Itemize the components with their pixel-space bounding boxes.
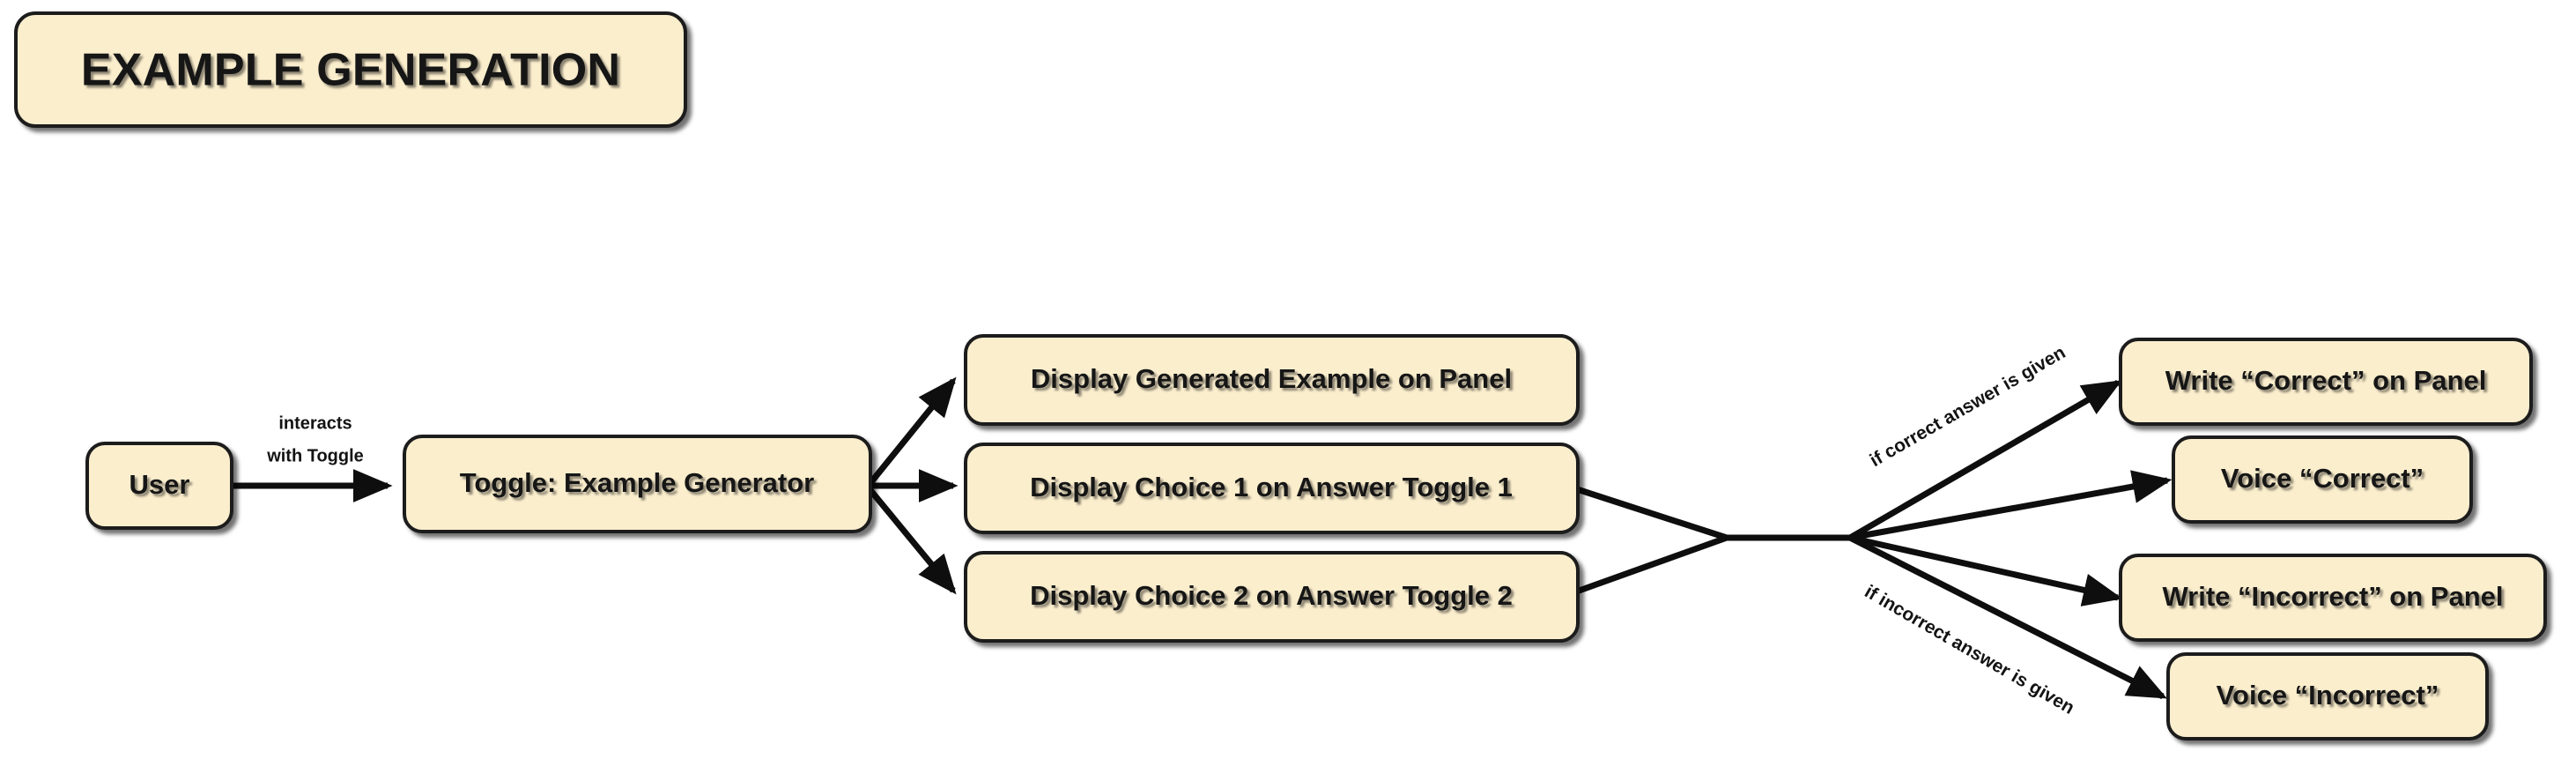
node-user[interactable]: User: [85, 442, 233, 530]
arrow-decision-to-write-correct: [1848, 379, 2122, 541]
edge-label-correct-branch: if correct answer is given: [1867, 342, 2069, 471]
node-display-generated-example[interactable]: Display Generated Example on Panel: [964, 334, 1580, 426]
edge-label-incorrect-branch: if incorrect answer is given: [1861, 582, 2077, 718]
arrow-decision-to-write-incorrect: [1849, 534, 2123, 606]
write-incorrect-label: Write “Incorrect” on Panel: [2162, 581, 2503, 612]
display-example-rect[interactable]: [964, 334, 1580, 426]
voice-correct-rect[interactable]: [2172, 435, 2473, 524]
user-rect[interactable]: [85, 442, 233, 530]
edge-label-interacts-line1: interacts: [278, 413, 352, 433]
write-correct-rect[interactable]: [2119, 338, 2533, 426]
node-title-banner: EXAMPLE GENERATION: [14, 11, 687, 128]
display-choice-2-rect[interactable]: [964, 551, 1580, 643]
edge-label-if-correct: if correct answer is given: [1867, 342, 2069, 471]
voice-incorrect-rect[interactable]: [2166, 652, 2489, 740]
edge-decision-to-write-incorrect: [1849, 534, 2123, 606]
edge-decision-to-write-correct: [1848, 379, 2122, 541]
node-voice-incorrect[interactable]: Voice “Incorrect”: [2166, 652, 2489, 740]
merge-line-from-choice1: [1570, 484, 1728, 541]
toggle-generator-label: Toggle: Example Generator: [460, 467, 815, 498]
voice-incorrect-label: Voice “Incorrect”: [2217, 680, 2439, 711]
node-toggle-example-generator[interactable]: Toggle: Example Generator: [403, 435, 872, 533]
user-label: User: [130, 469, 190, 500]
arrow-decision-to-voice-correct: [1849, 470, 2173, 541]
edge-decision-to-voice-correct: [1849, 470, 2173, 541]
display-choice-1-label: Display Choice 1 on Answer Toggle 1: [1030, 472, 1513, 502]
edge-merge-to-decision: [1570, 484, 1850, 597]
edge-toggle-to-display-example: [868, 376, 957, 486]
edge-decision-to-voice-incorrect: [1848, 534, 2167, 700]
voice-correct-label: Voice “Correct”: [2221, 463, 2424, 494]
display-example-label: Display Generated Example on Panel: [1031, 363, 1512, 394]
title-banner-label: EXAMPLE GENERATION: [81, 45, 620, 96]
arrow-decision-to-voice-incorrect: [1848, 534, 2167, 700]
write-correct-label: Write “Correct” on Panel: [2165, 365, 2487, 396]
node-write-correct[interactable]: Write “Correct” on Panel: [2119, 338, 2533, 426]
display-choice-1-rect[interactable]: [964, 443, 1580, 534]
title-banner-rect: [14, 11, 687, 128]
display-choice-2-label: Display Choice 2 on Answer Toggle 2: [1030, 580, 1513, 611]
node-voice-correct[interactable]: Voice “Correct”: [2172, 435, 2473, 524]
arrow-toggle-to-display-example: [868, 376, 957, 486]
edge-label-if-incorrect: if incorrect answer is given: [1861, 582, 2077, 718]
toggle-generator-rect[interactable]: [403, 435, 872, 533]
write-incorrect-rect[interactable]: [2119, 554, 2547, 642]
edge-label-interacts-line2: with Toggle: [266, 446, 364, 465]
node-display-choice-2[interactable]: Display Choice 2 on Answer Toggle 2: [964, 551, 1580, 643]
node-display-choice-1[interactable]: Display Choice 1 on Answer Toggle 1: [964, 443, 1580, 534]
arrow-toggle-to-choice2: [868, 487, 957, 595]
edge-toggle-to-choice2: [868, 487, 957, 595]
edge-label-user-to-toggle: interacts with Toggle: [266, 413, 364, 465]
merge-line-from-choice2: [1570, 534, 1728, 597]
node-write-incorrect[interactable]: Write “Incorrect” on Panel: [2119, 554, 2547, 642]
